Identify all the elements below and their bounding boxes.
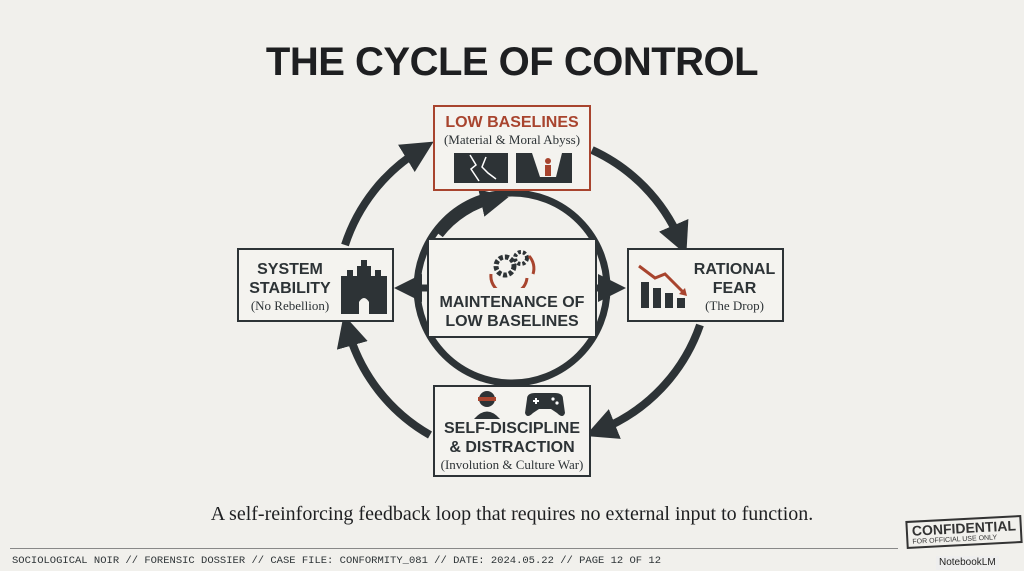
- node-rational-fear: RATIONAL FEAR (The Drop): [627, 248, 784, 322]
- distraction-icons: [474, 391, 565, 419]
- node-title-line1: SYSTEM: [257, 261, 323, 278]
- abyss-icon: [516, 153, 572, 183]
- node-subtitle: (Material & Moral Abyss): [443, 132, 581, 147]
- node-low-baselines: LOW BASELINES (Material & Moral Abyss): [433, 105, 591, 191]
- gamepad-icon: [525, 393, 565, 416]
- arrow-top-to-right: [590, 146, 689, 255]
- node-title-line1: MAINTENANCE OF: [439, 294, 585, 311]
- node-subtitle: (Involution & Culture War): [440, 457, 584, 472]
- node-title-line1: SELF-DISCIPLINE: [443, 420, 580, 437]
- arrow-left-to-top: [341, 141, 434, 247]
- page-title: THE CYCLE OF CONTROL: [265, 40, 759, 84]
- footer-text: SOCIOLOGICAL NOIR // FORENSIC DOSSIER //…: [12, 555, 662, 567]
- blindfolded-person-icon: [474, 391, 500, 419]
- falling-chart-icon: [638, 264, 687, 308]
- arrow-right-to-bottom: [585, 323, 704, 439]
- cracked-ground-icon: [454, 153, 508, 183]
- footer-divider: [10, 548, 898, 549]
- node-subtitle: (The Drop): [705, 298, 764, 313]
- inner-arrow: [437, 189, 509, 238]
- node-subtitle: (No Rebellion): [250, 298, 330, 313]
- gears-cycle-icon: [489, 250, 536, 296]
- node-maintenance: MAINTENANCE OF LOW BASELINES: [427, 238, 597, 338]
- node-title-line1: RATIONAL: [693, 261, 776, 278]
- node-title-line2: FEAR: [712, 280, 757, 297]
- node-system-stability: SYSTEM STABILITY (No Rebellion): [237, 248, 394, 322]
- node-title-line2: LOW BASELINES: [445, 313, 579, 330]
- caption: A self-reinforcing feedback loop that re…: [210, 503, 814, 525]
- castle-icon: [341, 260, 387, 314]
- abyss-icons: [454, 153, 572, 183]
- node-title-line2: STABILITY: [249, 280, 331, 297]
- arrow-bottom-to-left: [336, 314, 432, 439]
- node-title: LOW BASELINES: [445, 114, 579, 131]
- node-title-line2: & DISTRACTION: [449, 439, 575, 456]
- node-self-discipline: SELF-DISCIPLINE & DISTRACTION (Involutio…: [433, 385, 591, 477]
- notebooklm-watermark: NotebookLM: [936, 556, 999, 570]
